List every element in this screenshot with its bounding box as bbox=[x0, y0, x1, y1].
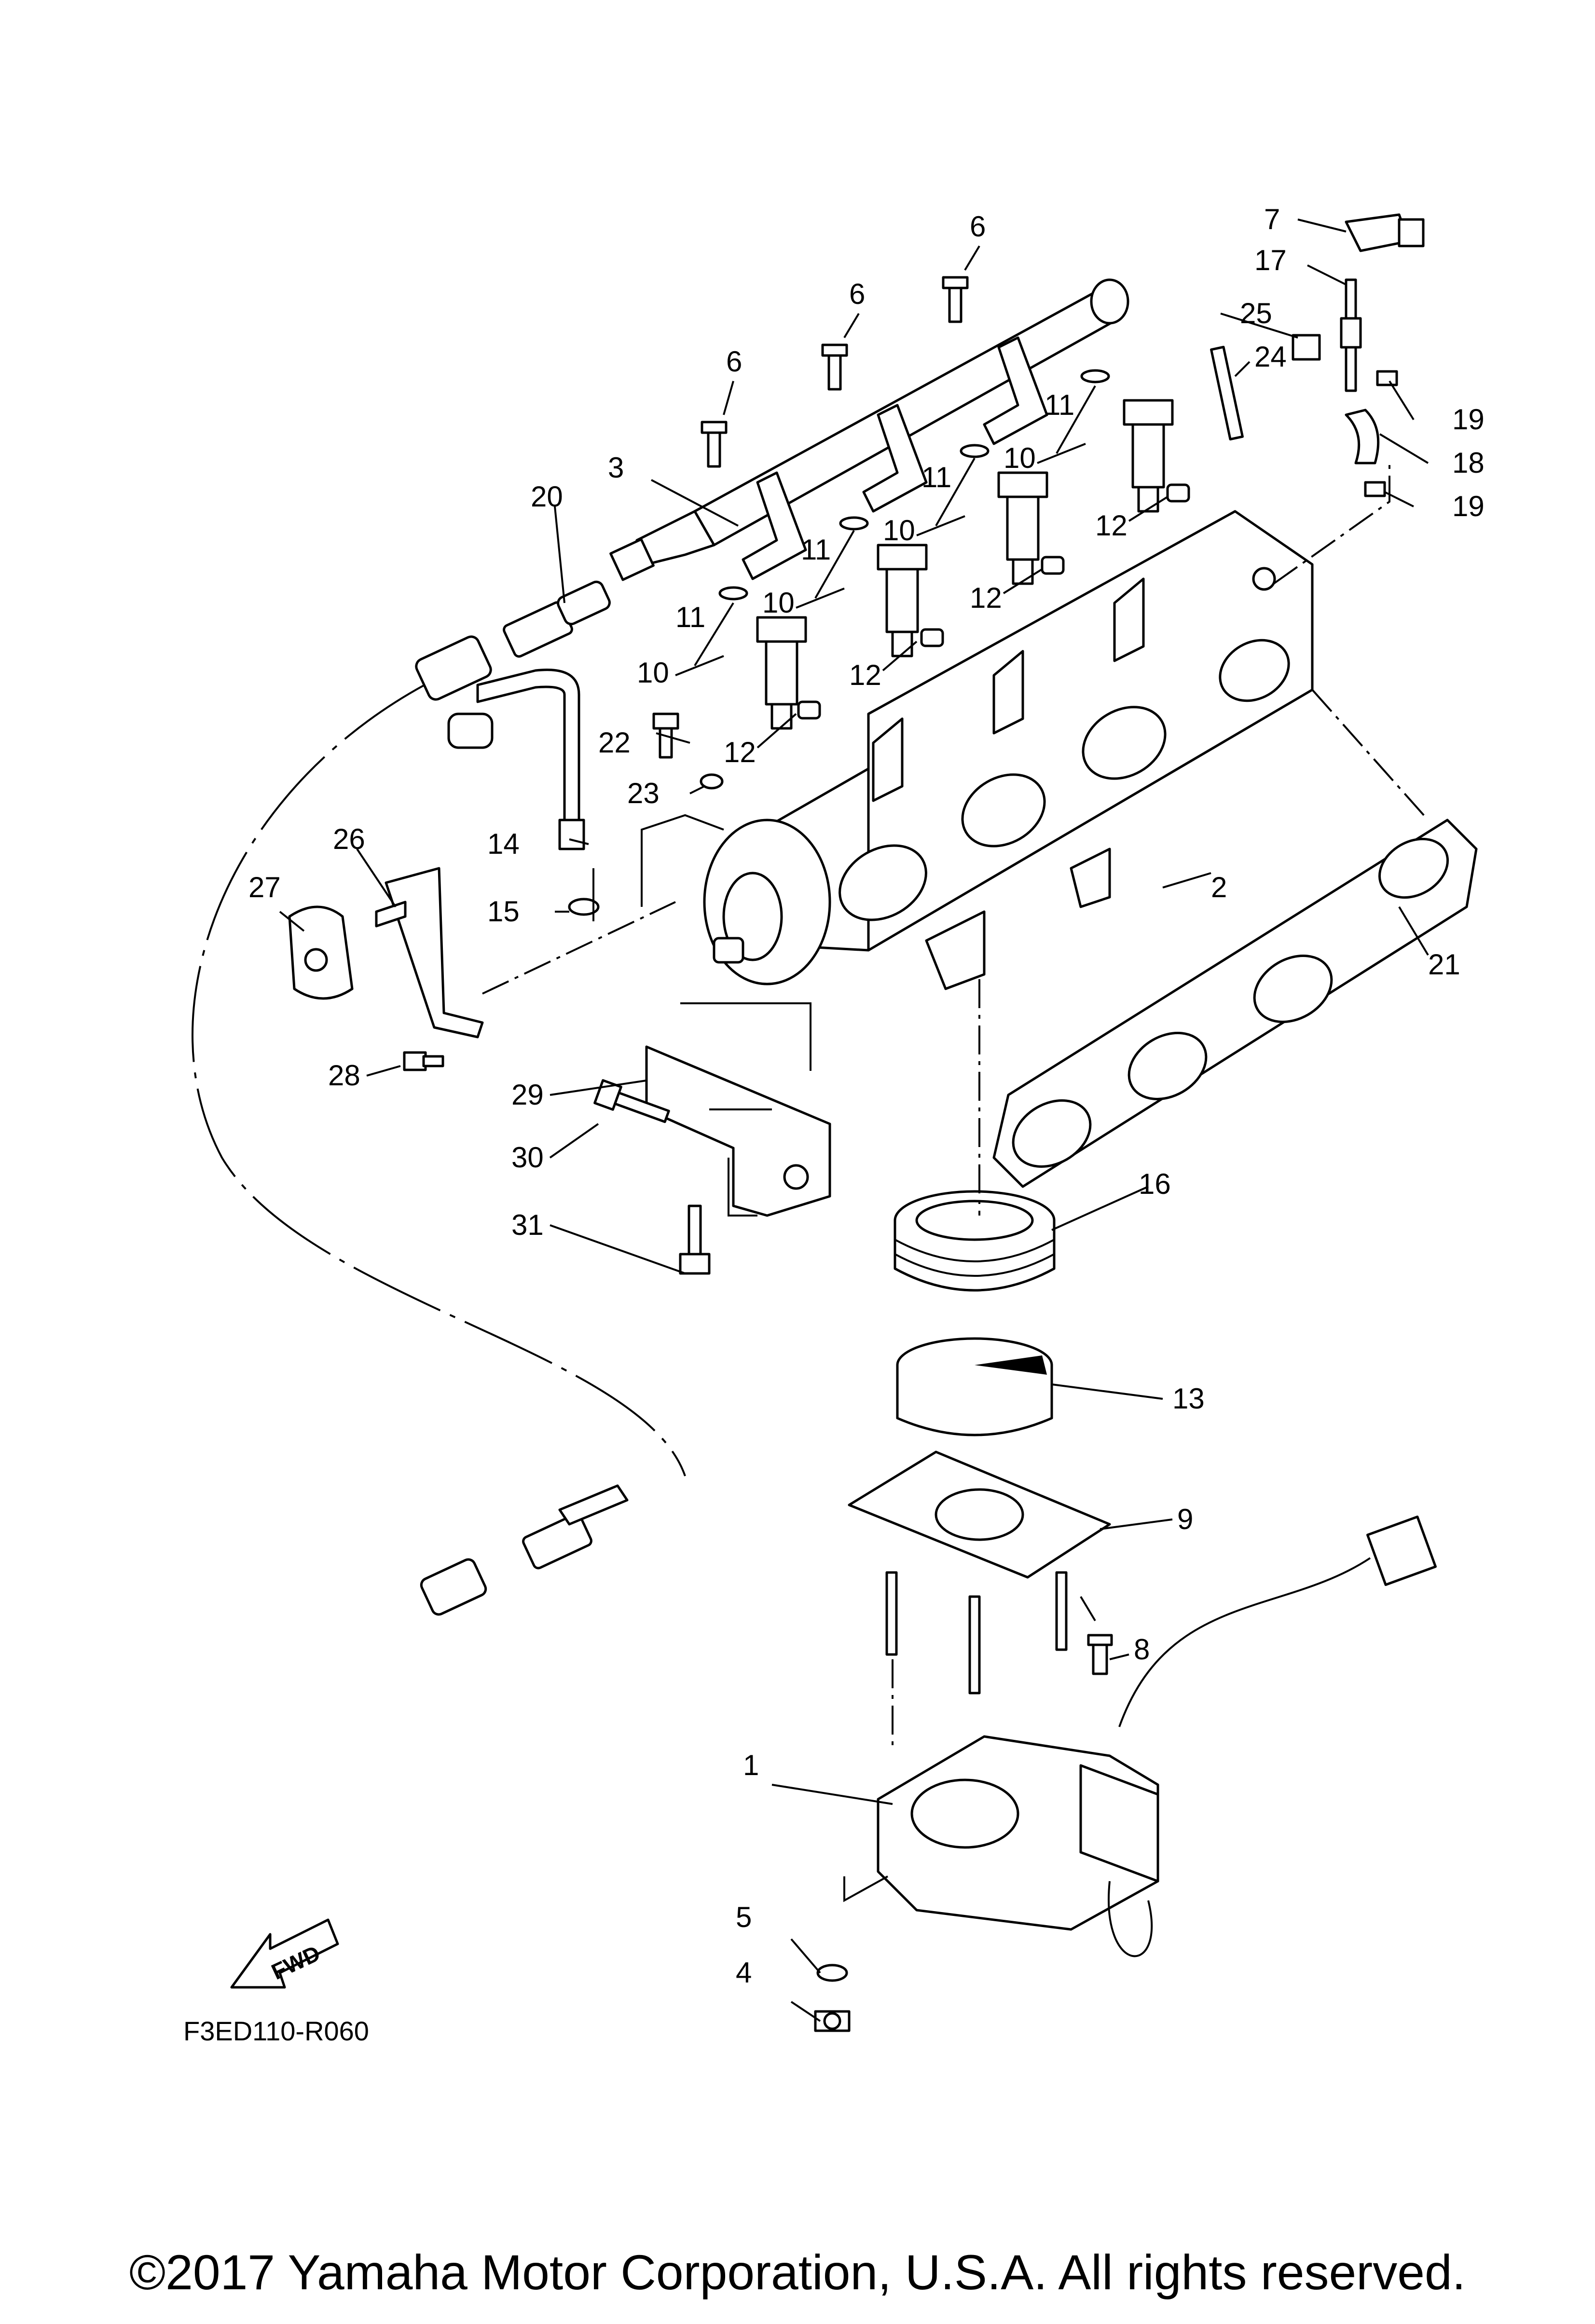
callout-23: 23 bbox=[627, 777, 660, 809]
callout-12-a: 12 bbox=[724, 736, 756, 768]
throttle-body-assembly bbox=[814, 1450, 1437, 2032]
callout-6-a: 6 bbox=[726, 345, 742, 378]
callout-6-b: 6 bbox=[849, 278, 865, 310]
rail-bolts bbox=[701, 276, 969, 468]
callout-leaders bbox=[279, 219, 1429, 2022]
callout-13: 13 bbox=[1172, 1382, 1205, 1415]
callout-21: 21 bbox=[1428, 948, 1460, 981]
callout-28: 28 bbox=[328, 1059, 360, 1092]
callout-1: 1 bbox=[743, 1749, 759, 1781]
callout-5: 5 bbox=[736, 1901, 752, 1933]
callout-30: 30 bbox=[511, 1141, 544, 1174]
callout-10-b: 10 bbox=[762, 587, 795, 619]
fuel-injectors bbox=[718, 369, 1190, 730]
callout-16: 16 bbox=[1139, 1168, 1171, 1200]
callout-31: 31 bbox=[511, 1209, 544, 1241]
callout-4: 4 bbox=[736, 1956, 752, 1989]
callout-24: 24 bbox=[1254, 341, 1287, 373]
callout-14: 14 bbox=[487, 828, 520, 860]
forward-direction-arrow: FWD bbox=[230, 1918, 339, 1989]
callout-17: 17 bbox=[1254, 244, 1287, 276]
intake-manifold bbox=[703, 510, 1314, 990]
callout-7: 7 bbox=[1264, 203, 1280, 235]
callout-27: 27 bbox=[248, 871, 281, 903]
callout-11-c: 11 bbox=[921, 461, 951, 493]
callout-8: 8 bbox=[1134, 1633, 1150, 1666]
callout-11-d: 11 bbox=[1045, 389, 1074, 421]
copyright-notice: ©2017 Yamaha Motor Corporation, U.S.A. A… bbox=[129, 2245, 1466, 2300]
callout-11-a: 11 bbox=[675, 601, 705, 633]
callout-11-b: 11 bbox=[801, 533, 831, 566]
callout-2: 2 bbox=[1211, 871, 1227, 903]
assembly-lines bbox=[482, 385, 1429, 1902]
callout-10-a: 10 bbox=[637, 656, 669, 689]
callout-numbers: 1 2 3 4 5 6 6 6 7 8 9 10 10 10 10 11 11 … bbox=[248, 203, 1485, 1989]
spacer-ring-and-element bbox=[894, 1190, 1056, 1436]
brackets-and-covers bbox=[288, 867, 831, 1275]
callout-9: 9 bbox=[1177, 1503, 1193, 1535]
wire-harness bbox=[192, 580, 686, 1616]
fuel-line-and-fasteners bbox=[447, 669, 724, 916]
callout-19-a: 19 bbox=[1452, 403, 1485, 436]
callout-20: 20 bbox=[531, 480, 563, 513]
fuel-rail bbox=[609, 278, 1129, 581]
callout-15: 15 bbox=[487, 895, 520, 928]
callout-22: 22 bbox=[598, 726, 631, 759]
callout-12-b: 12 bbox=[849, 659, 881, 691]
callout-10-c: 10 bbox=[883, 514, 915, 547]
pressure-sensor-assembly bbox=[1210, 213, 1425, 497]
callout-6-c: 6 bbox=[970, 210, 986, 243]
callout-12-c: 12 bbox=[970, 582, 1002, 614]
callout-29: 29 bbox=[511, 1079, 544, 1111]
callout-10-d: 10 bbox=[1004, 442, 1036, 474]
callout-25: 25 bbox=[1240, 297, 1272, 329]
callout-18: 18 bbox=[1452, 447, 1485, 479]
callout-12-d: 12 bbox=[1095, 509, 1128, 542]
callout-3: 3 bbox=[608, 451, 624, 484]
callout-19-b: 19 bbox=[1452, 490, 1485, 522]
manifold-gasket bbox=[992, 819, 1478, 1188]
drawing-code: F3ED110-R060 bbox=[183, 2016, 369, 2046]
callout-26: 26 bbox=[333, 823, 365, 855]
